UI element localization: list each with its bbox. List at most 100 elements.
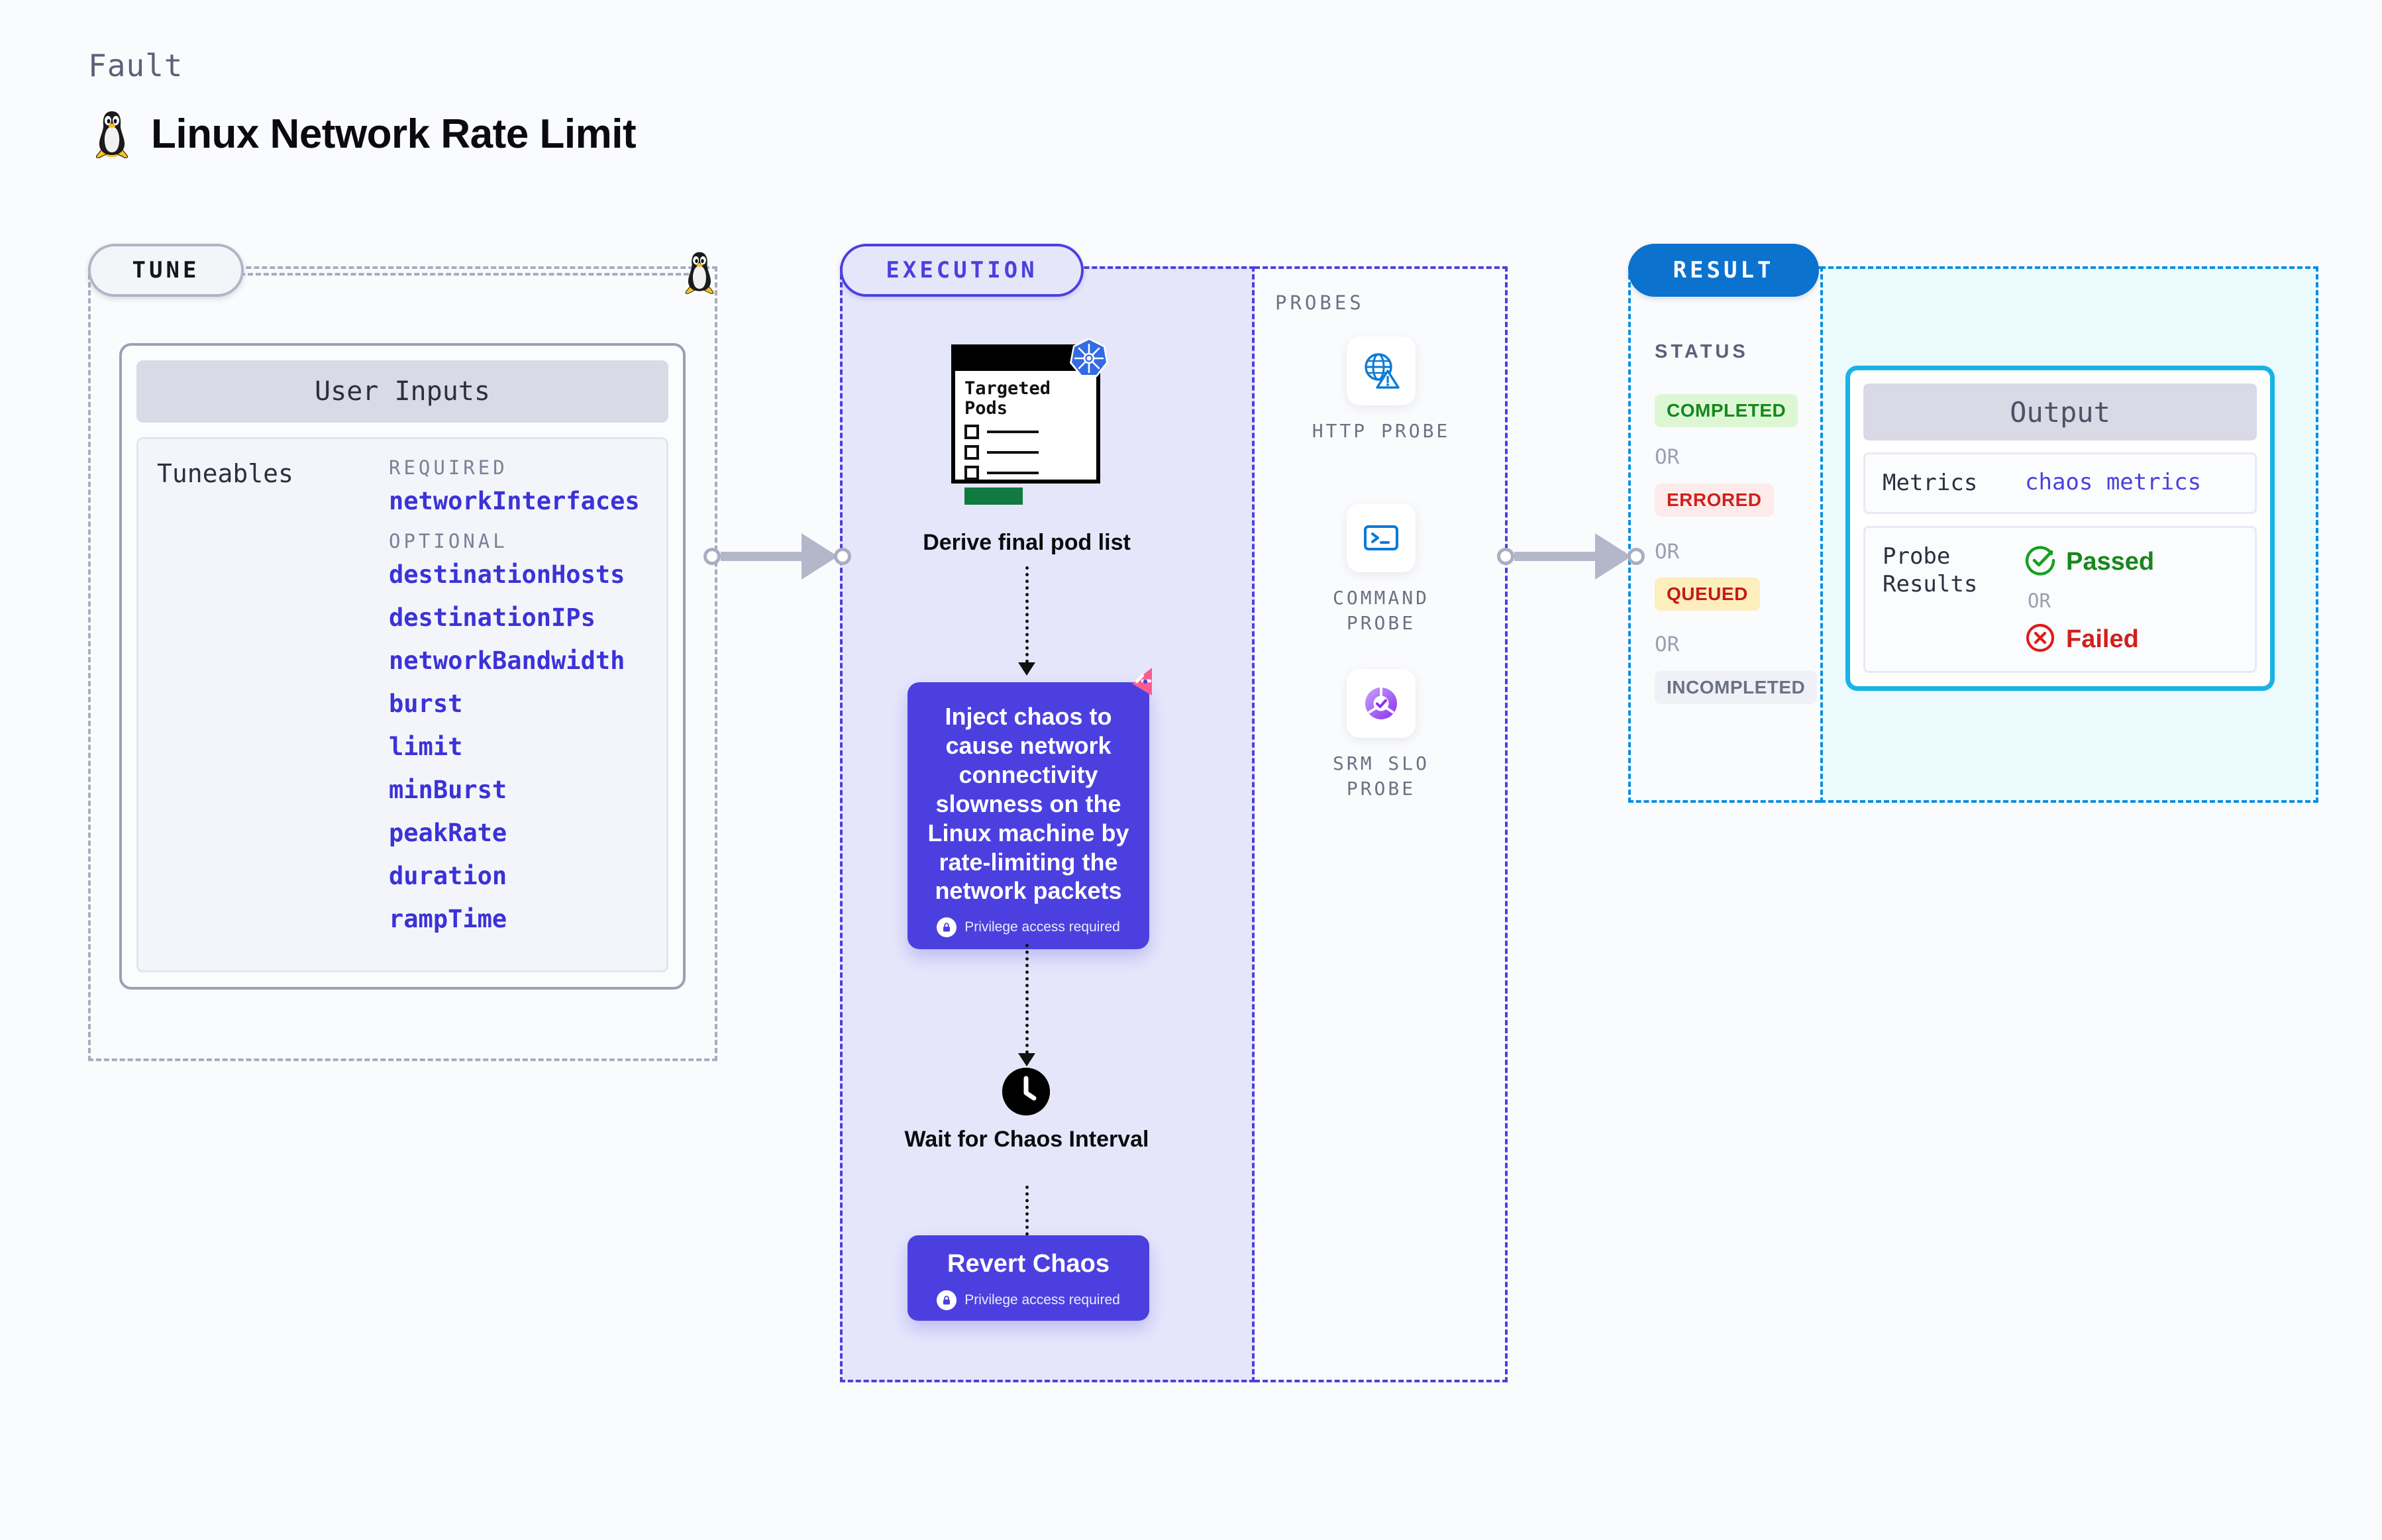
status-or-label: OR <box>1655 633 1680 656</box>
tuneables-list: REQUIRED networkInterfaces OPTIONAL dest… <box>389 456 648 948</box>
inject-chaos-text: Inject chaos to cause network connectivi… <box>927 703 1129 905</box>
status-badge-completed: COMPLETED <box>1655 394 1798 427</box>
probe-result-or-label: OR <box>2028 589 2051 612</box>
kubernetes-icon <box>1067 336 1111 384</box>
inject-chaos-card: Inject chaos to cause network connectivi… <box>907 668 1152 950</box>
connector-tune-to-execution <box>703 533 851 580</box>
output-header: Output <box>1863 384 2257 440</box>
status-or-label: OR <box>1655 540 1680 564</box>
status-or-label: OR <box>1655 445 1680 469</box>
derive-final-pod-list-label: Derive final pod list <box>923 530 1131 555</box>
output-metrics-label: Metrics <box>1883 470 1978 496</box>
status-title: STATUS <box>1655 341 1749 362</box>
stage-pill-execution[interactable]: EXECUTION <box>840 244 1084 297</box>
targeted-pods-row <box>964 466 1087 481</box>
probe-result-passed: Passed <box>2025 545 2154 579</box>
status-badge-incompleted: INCOMPLETED <box>1655 671 1818 704</box>
status-badge-errored: ERRORED <box>1655 484 1774 517</box>
linux-penguin-icon <box>93 109 131 158</box>
privilege-note-row: Privilege access required <box>925 917 1132 938</box>
linux-penguin-icon <box>682 250 717 297</box>
checkbox-icon <box>964 425 979 440</box>
check-circle-icon <box>2025 545 2055 579</box>
probe-item-http[interactable]: HTTP PROBE <box>1288 336 1474 444</box>
terminal-icon <box>1347 503 1416 572</box>
x-circle-icon <box>2025 623 2055 656</box>
tune-connector-line <box>240 273 697 276</box>
flow-arrow-inject-to-wait <box>1018 944 1035 1066</box>
connector-dot-end <box>1628 548 1645 565</box>
tuneable-item-destinationHosts[interactable]: destinationHosts <box>389 560 625 589</box>
lock-icon <box>937 917 957 938</box>
probe-label-http: HTTP PROBE <box>1312 420 1451 442</box>
placeholder-line <box>987 451 1039 454</box>
probe-result-failed-label: Failed <box>2066 625 2139 653</box>
status-badge-queued: QUEUED <box>1655 578 1760 611</box>
connector-dot-start <box>703 548 721 565</box>
tuneable-item-rampTime[interactable]: rampTime <box>389 905 507 933</box>
targeted-pods-row <box>964 445 1087 460</box>
arrow-head <box>1018 1053 1035 1066</box>
tuneable-item-networkInterfaces[interactable]: networkInterfaces <box>389 487 640 515</box>
probes-title: PROBES <box>1275 291 1365 314</box>
arrow-shaft <box>1025 1186 1029 1276</box>
privilege-note-row: Privilege access required <box>921 1290 1136 1310</box>
privilege-note-text: Privilege access required <box>964 1292 1120 1308</box>
probe-results-values: Passed OR Failed <box>2025 542 2154 656</box>
checkbox-icon <box>964 466 979 481</box>
user-inputs-card: User Inputs Tuneables REQUIRED networkIn… <box>119 343 686 990</box>
placeholder-line <box>987 431 1039 434</box>
connector-bar <box>721 552 802 561</box>
revert-chaos-title: Revert Chaos <box>947 1250 1110 1278</box>
privilege-note-text: Privilege access required <box>964 919 1120 935</box>
targeted-pods-row <box>964 425 1087 440</box>
connector-execution-to-result <box>1497 533 1645 580</box>
connector-dot-start <box>1497 548 1514 565</box>
required-heading: REQUIRED <box>389 456 508 479</box>
connector-arrowhead <box>802 533 838 580</box>
optional-heading: OPTIONAL <box>389 530 508 552</box>
tuneable-item-duration[interactable]: duration <box>389 862 507 890</box>
checkbox-icon <box>964 445 979 460</box>
tuneables-label: Tuneables <box>157 459 293 488</box>
tuneable-item-limit[interactable]: limit <box>389 733 463 761</box>
progress-bar <box>964 488 1023 505</box>
page-title: Linux Network Rate Limit <box>151 111 637 157</box>
probes-region <box>1255 266 1508 1382</box>
tuneable-item-minBurst[interactable]: minBurst <box>389 776 507 804</box>
arrow-shaft <box>1025 944 1029 1054</box>
arrow-shaft <box>1025 566 1029 663</box>
revert-chaos-card: Revert Chaos Privilege access required <box>907 1235 1149 1321</box>
litmuschaos-icon <box>1123 666 1160 704</box>
slo-donut-check-icon <box>1347 669 1416 738</box>
placeholder-line <box>987 472 1039 475</box>
arrow-head <box>1018 662 1035 676</box>
connector-arrowhead <box>1595 533 1631 580</box>
fault-eyebrow-label: Fault <box>88 48 183 83</box>
output-metrics-row: Metrics chaos metrics <box>1863 452 2257 514</box>
probe-result-failed: Failed <box>2025 623 2154 656</box>
lock-icon <box>937 1290 957 1310</box>
page-title-row: Linux Network Rate Limit <box>93 109 637 158</box>
connector-bar <box>1514 552 1595 561</box>
connector-dot-end <box>834 548 851 565</box>
stage-pill-tune[interactable]: TUNE <box>88 244 244 297</box>
tuneable-item-burst[interactable]: burst <box>389 690 463 718</box>
user-inputs-header: User Inputs <box>136 360 668 423</box>
tuneable-item-networkBandwidth[interactable]: networkBandwidth <box>389 646 625 675</box>
stage-pill-result[interactable]: RESULT <box>1628 244 1819 297</box>
tuneables-box: Tuneables REQUIRED networkInterfaces OPT… <box>136 437 668 972</box>
flow-arrow-derive-to-inject <box>1018 566 1035 676</box>
output-metrics-value[interactable]: chaos metrics <box>2025 469 2202 495</box>
clock-icon <box>1002 1068 1050 1115</box>
tuneable-item-destinationIPs[interactable]: destinationIPs <box>389 603 596 632</box>
tuneable-item-peakRate[interactable]: peakRate <box>389 819 507 847</box>
